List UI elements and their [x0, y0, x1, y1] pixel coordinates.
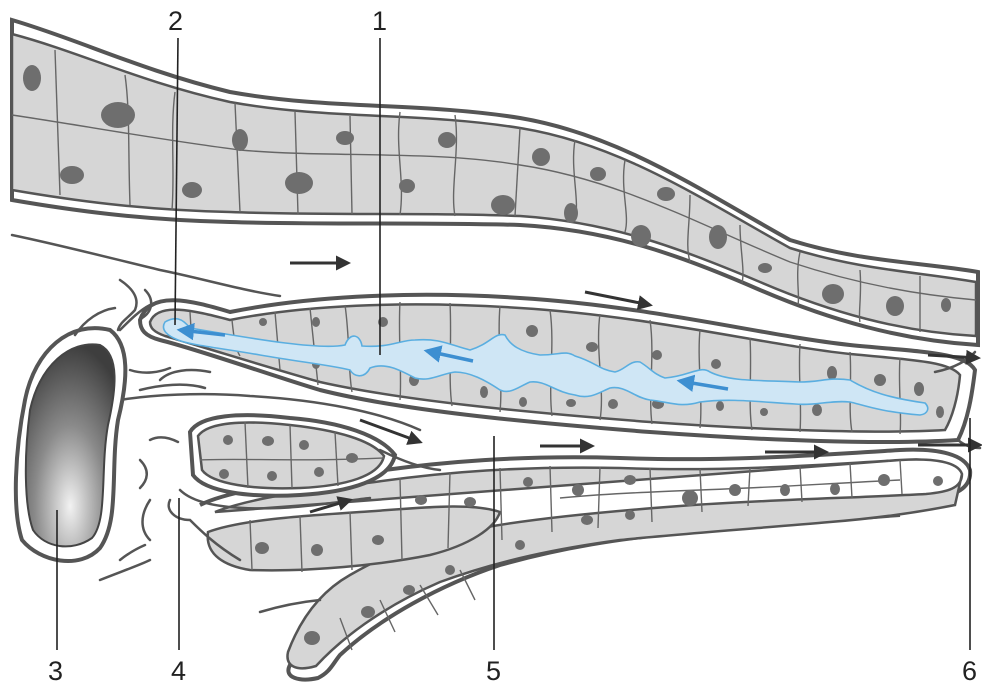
label-6: 6 — [962, 656, 977, 686]
middle-cell-cluster — [190, 415, 395, 496]
label-4: 4 — [171, 656, 186, 686]
label-5: 5 — [486, 656, 501, 686]
label-3: 3 — [48, 656, 63, 686]
label-1: 1 — [372, 6, 387, 36]
label-2: 2 — [168, 6, 183, 36]
